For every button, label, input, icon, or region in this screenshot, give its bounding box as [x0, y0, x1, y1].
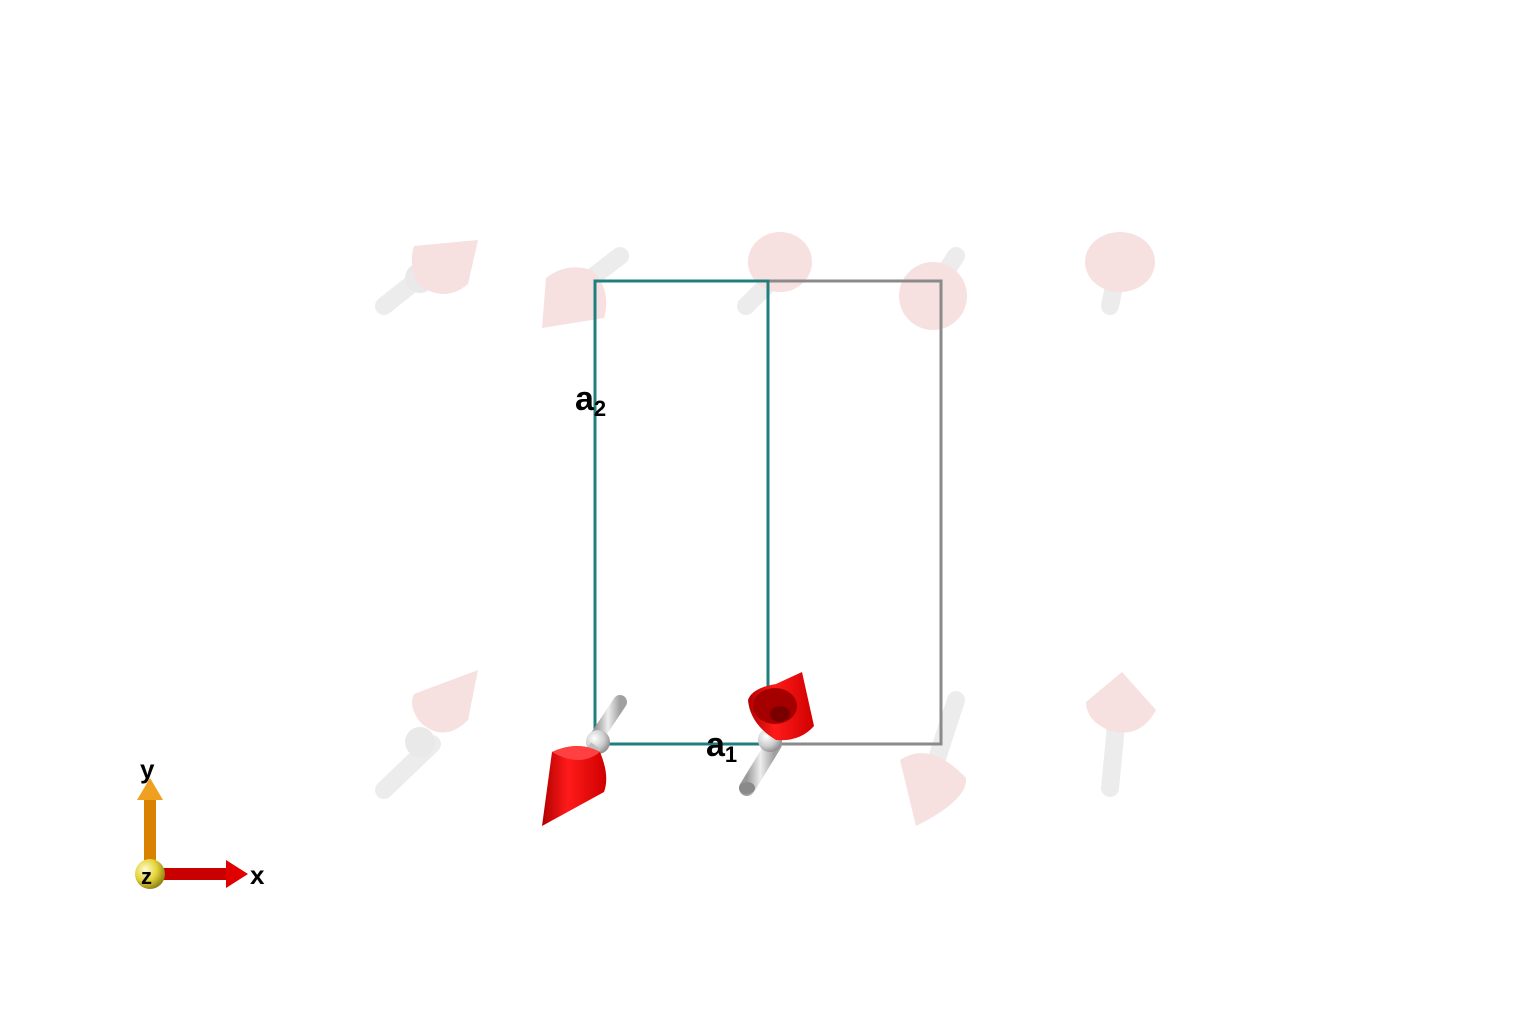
x-axis-arrow — [158, 860, 248, 888]
faded-spin — [542, 247, 629, 328]
faded-spin — [899, 247, 967, 330]
faded-spin — [900, 691, 967, 826]
faded-spin — [1085, 232, 1155, 315]
lattice-vector-a2-label: a2 — [575, 380, 606, 421]
primitive-cell-outline — [593, 279, 770, 746]
z-axis-label: z — [141, 864, 152, 889]
supercell-outline — [766, 279, 943, 746]
spin-arrow-site-1 — [542, 695, 627, 826]
faded-spins — [375, 232, 1156, 826]
unit-cell — [593, 279, 943, 746]
faded-spin — [375, 670, 478, 799]
y-axis-arrow — [137, 778, 163, 874]
faded-spin — [1086, 672, 1156, 797]
lattice-vector-a1-label: a1 — [706, 726, 737, 767]
faded-spin — [737, 232, 812, 315]
faded-spin — [375, 240, 478, 315]
spin-arrow-site-2 — [739, 672, 814, 796]
z-axis-marker — [135, 859, 165, 889]
axis-triad: y x z — [135, 754, 265, 890]
y-axis-label: y — [140, 754, 155, 784]
x-axis-label: x — [250, 860, 265, 890]
